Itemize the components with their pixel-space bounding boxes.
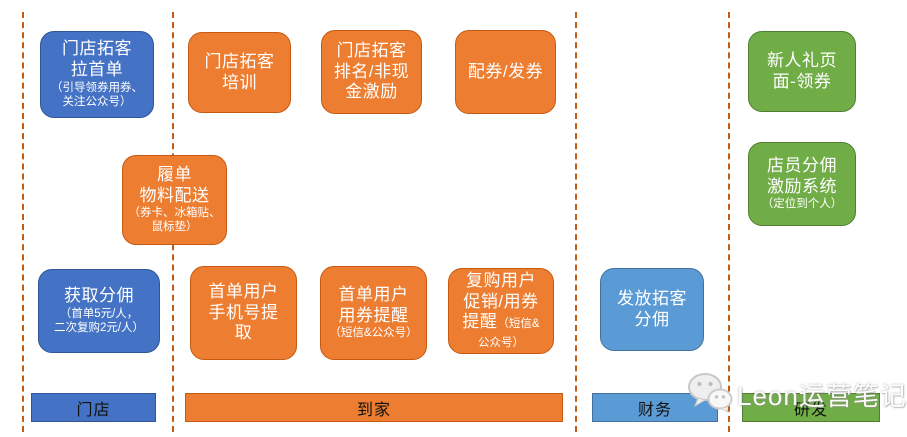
box-title: 发放拓客 分佣: [617, 288, 687, 329]
box-pay-commission: 发放拓客 分佣: [600, 268, 704, 351]
lane-label: 门店: [76, 401, 111, 419]
box-title: 履单 物料配送: [139, 164, 210, 205]
box-repurchase-coupon-remind: 复购用户 促销/用券 提醒（短信& 公众号）: [448, 268, 554, 354]
box-note: （短信& 公众号）: [477, 318, 540, 350]
box-get-commission: 获取分佣 （首单5元/人， 二次复购2元/人）: [38, 269, 160, 353]
box-store-pull-first-order: 门店拓客 拉首单 （引导领券用券、 关注公众号）: [40, 31, 154, 118]
wechat-icon: [686, 372, 734, 419]
lane-divider: [22, 12, 24, 432]
box-title: 门店拓客 拉首单: [62, 39, 132, 80]
box-note: （定位到个人）: [761, 198, 843, 211]
box-fulfillment-materials: 履单 物料配送 （券卡、冰箱贴、 鼠标垫）: [122, 155, 227, 245]
box-title: 复购用户 促销/用券 提醒: [462, 270, 539, 332]
lane-divider: [728, 12, 730, 432]
box-title: 配券/发券: [467, 61, 544, 81]
watermark-label: Leon运营笔记: [737, 381, 907, 411]
box-title: 门店拓客 培训: [204, 51, 275, 92]
box-note: （券卡、冰箱贴、 鼠标垫）: [128, 207, 221, 234]
box-note: （短信&公众号）: [329, 327, 418, 340]
box-note: （引导领券用券、 关注公众号）: [51, 81, 143, 108]
lane-label: 研发: [793, 401, 828, 419]
lane-rd: 研发: [742, 393, 880, 422]
box-store-training: 门店拓客 培训: [188, 32, 291, 113]
lane-home-delivery: 到家: [185, 393, 563, 422]
box-title: 首单用户 手机号提 取: [208, 281, 279, 343]
box-text: 复购用户 促销/用券 提醒（短信& 公众号）: [462, 271, 539, 351]
box-coupon-config-dispatch: 配券/发券: [455, 30, 556, 114]
box-title: 获取分佣: [64, 286, 134, 306]
box-title: 首单用户 用券提醒: [338, 284, 409, 325]
lane-label: 到家: [356, 401, 391, 419]
box-clerk-commission-system: 店员分佣 激励系统 （定位到个人）: [748, 142, 856, 226]
box-first-order-coupon-remind: 首单用户 用券提醒 （短信&公众号）: [320, 266, 427, 360]
box-store-ranking-incentive: 门店拓客 排名/非现 金激励: [321, 30, 422, 114]
lane-divider: [575, 12, 577, 432]
watermark: Leon运营笔记: [686, 372, 907, 419]
box-newcomer-gift-page: 新人礼页 面-领券: [748, 31, 856, 112]
box-first-order-phone-extract: 首单用户 手机号提 取: [190, 266, 297, 360]
box-title: 店员分佣 激励系统: [767, 155, 837, 196]
box-title: 新人礼页 面-领券: [767, 50, 837, 91]
box-note: （首单5元/人， 二次复购2元/人）: [53, 308, 145, 334]
lane-finance: 财务: [592, 393, 718, 422]
lane-label: 财务: [637, 401, 672, 419]
lane-store: 门店: [31, 393, 156, 422]
box-title: 门店拓客 排名/非现 金激励: [333, 40, 410, 102]
